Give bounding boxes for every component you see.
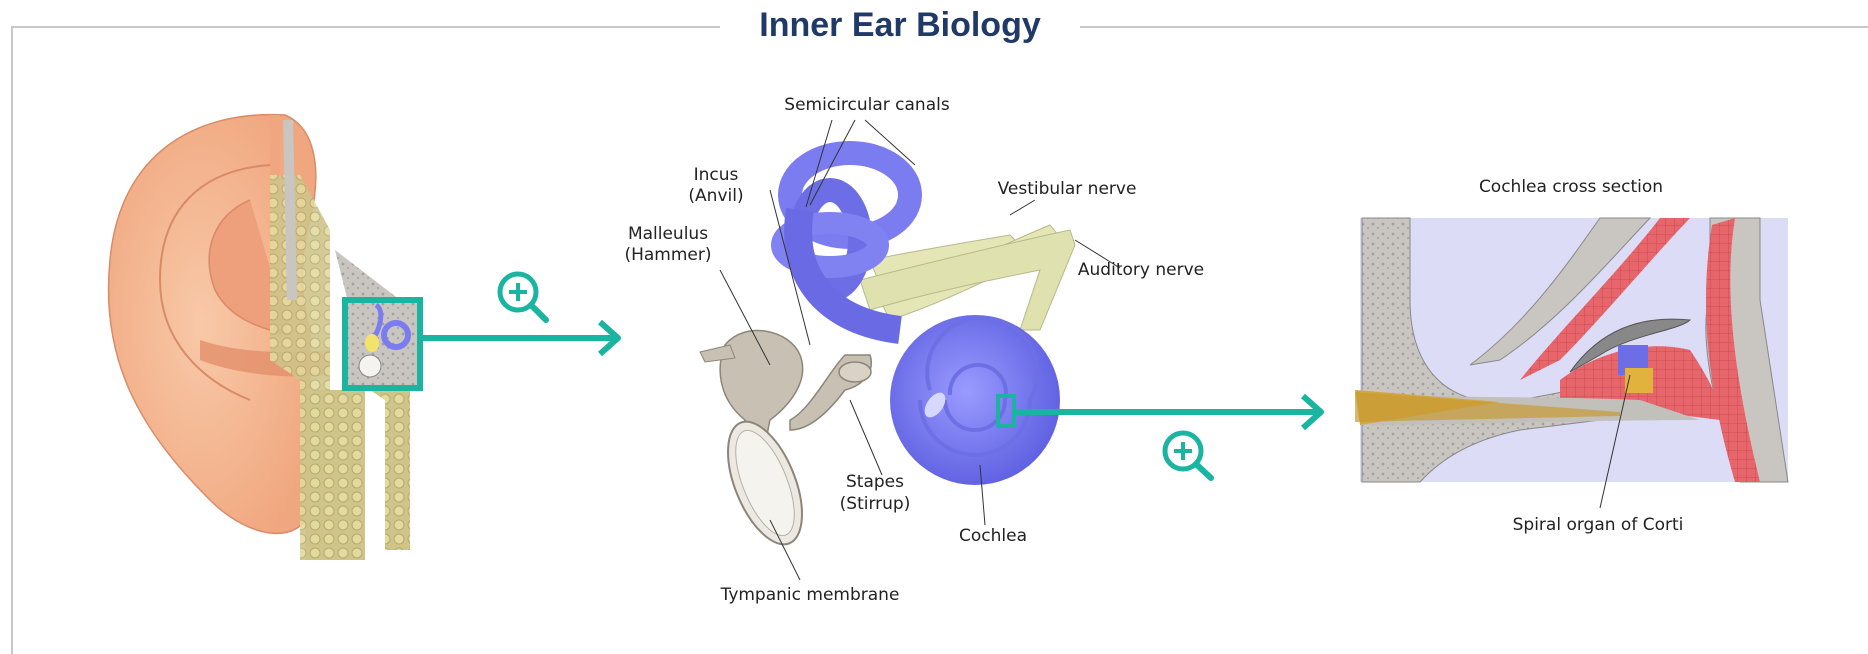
label-semicircular-canals: Semicircular canals bbox=[784, 95, 950, 115]
label-stapes: Stapes bbox=[846, 472, 904, 492]
label-malleus: Malleulus bbox=[628, 224, 708, 244]
label-incus: Incus bbox=[694, 165, 739, 185]
label-cochlea: Cochlea bbox=[959, 526, 1027, 546]
label-auditory-nerve: Auditory nerve bbox=[1078, 260, 1204, 280]
label-vestibular-nerve: Vestibular nerve bbox=[998, 179, 1137, 199]
label-stapes-sub: (Stirrup) bbox=[840, 494, 911, 514]
outer-ear-illustration bbox=[108, 115, 420, 560]
cochlea-cross-section bbox=[1355, 218, 1788, 482]
zoom-in-icon bbox=[500, 274, 546, 320]
zoom-arrow-2 bbox=[1016, 396, 1321, 428]
label-incus-sub: (Anvil) bbox=[688, 186, 743, 206]
label-tympanic-membrane: Tympanic membrane bbox=[720, 585, 900, 605]
zoom-arrow-1 bbox=[420, 322, 618, 354]
zoom-in-icon bbox=[1165, 433, 1211, 478]
label-cochlea-cross-section: Cochlea cross section bbox=[1479, 177, 1663, 197]
label-spiral-organ-of-corti: Spiral organ of Corti bbox=[1513, 515, 1684, 535]
label-malleus-sub: (Hammer) bbox=[624, 245, 711, 265]
